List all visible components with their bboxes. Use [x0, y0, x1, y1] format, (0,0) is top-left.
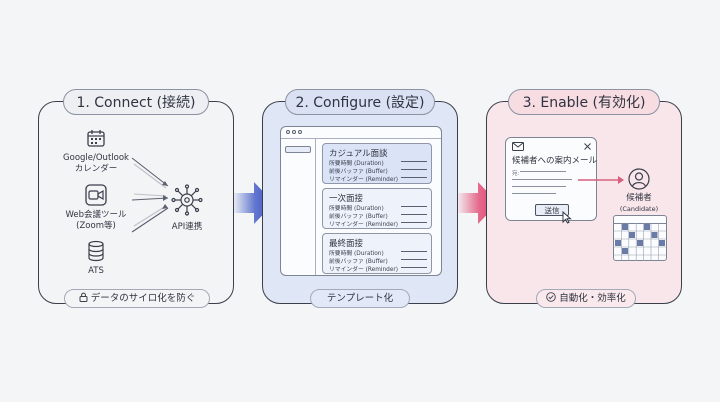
calendar-icon [87, 130, 105, 147]
connect-footer: データのサイロ化を防ぐ [64, 289, 210, 308]
api-hub-icon [171, 184, 203, 216]
template-card[interactable]: 最終面接 所要時間 (Duration) 前後バッファ (Buffer) リマイ… [322, 233, 432, 274]
close-icon[interactable] [584, 143, 591, 150]
window-sidebar [281, 138, 316, 275]
video-camera-icon [85, 184, 107, 206]
api-hub-label: API連携 [171, 222, 203, 232]
connect-footer-text: データのサイロ化を防ぐ [90, 293, 196, 304]
lock-icon [79, 292, 88, 302]
template-title: 最終面接 [329, 239, 364, 249]
check-circle-icon [546, 292, 556, 302]
source-label-ats: ATS [88, 266, 104, 276]
calendar-grid-icon [613, 215, 667, 261]
window-titlebar [281, 127, 441, 139]
source-label-video: Web会議ツール(Zoom等) [65, 210, 127, 231]
template-card[interactable]: カジュアル面談 所要時間 (Duration) 前後バッファ (Buffer) … [322, 143, 432, 184]
template-title: カジュアル面談 [329, 149, 388, 159]
enable-title: 3. Enable (有効化) [508, 89, 660, 115]
cursor-icon [562, 211, 572, 224]
enable-footer-text: 自動化・効率化 [559, 293, 626, 304]
template-card[interactable]: 一次面接 所要時間 (Duration) 前後バッファ (Buffer) リマイ… [322, 188, 432, 229]
dialog-title: 候補者への案内メール [512, 156, 598, 166]
mail-icon [512, 142, 524, 151]
user-icon [628, 168, 650, 190]
connect-title: 1. Connect (接続) [63, 89, 209, 115]
email-dialog: 候補者への案内メール 宛: 送信 [505, 137, 597, 221]
configure-title: 2. Configure (設定) [285, 89, 435, 115]
candidate-label: 候補者 (Candidate) [619, 193, 659, 213]
send-arrow [578, 176, 624, 184]
database-icon [88, 240, 104, 262]
template-title: 一次面接 [329, 194, 364, 204]
dialog-to-label: 宛: [512, 171, 520, 177]
send-button[interactable]: 送信 [535, 204, 569, 216]
enable-footer: 自動化・効率化 [536, 289, 636, 308]
configure-footer: テンプレート化 [310, 289, 410, 308]
connector-arrows [131, 157, 169, 233]
